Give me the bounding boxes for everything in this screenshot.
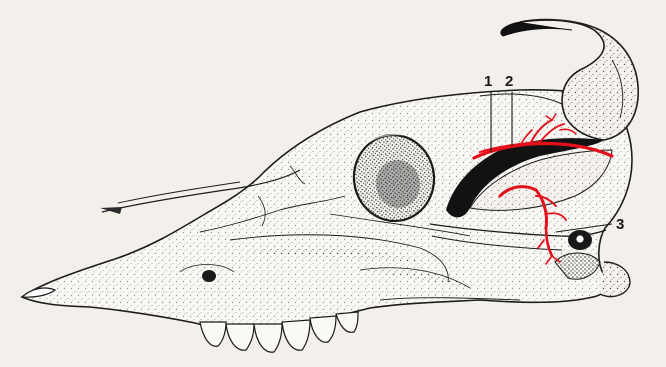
- callout-3: 3: [616, 217, 624, 232]
- callout-2: 2: [505, 74, 513, 89]
- callout-1: 1: [484, 74, 492, 89]
